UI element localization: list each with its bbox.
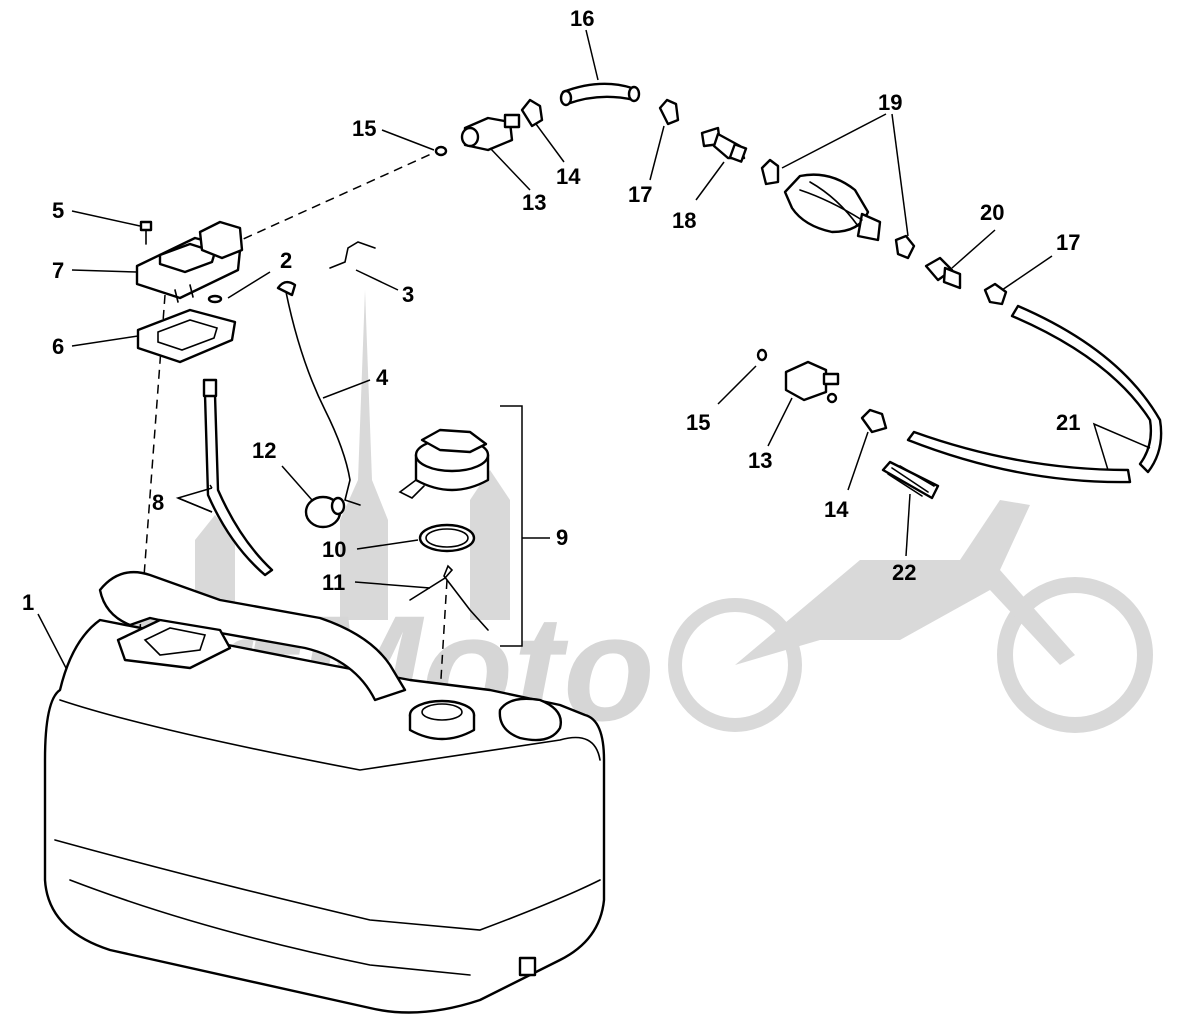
fitting-20 xyxy=(924,256,962,290)
float xyxy=(304,495,346,529)
callout-12: 12 xyxy=(252,438,276,463)
callout-16: 16 xyxy=(570,6,594,31)
callout-18: 18 xyxy=(672,208,696,233)
callout-6: 6 xyxy=(52,334,64,359)
cap-o-ring xyxy=(418,523,476,553)
callout-10: 10 xyxy=(322,537,346,562)
assembly-lines xyxy=(139,149,448,696)
pickup-tube xyxy=(202,378,274,577)
clamp-17-upper xyxy=(658,98,680,126)
callout-13-lower: 13 xyxy=(748,448,772,473)
small-o-ring xyxy=(207,294,223,304)
callout-5: 5 xyxy=(52,198,64,223)
callout-3: 3 xyxy=(402,282,414,307)
fuel-gauge-assembly xyxy=(135,220,244,303)
callout-4: 4 xyxy=(376,365,389,390)
callout-8: 8 xyxy=(152,490,164,515)
callout-19: 19 xyxy=(878,90,902,115)
callout-15-lower: 15 xyxy=(686,410,710,435)
callout-7: 7 xyxy=(52,258,64,283)
callout-22: 22 xyxy=(892,560,916,585)
fuel-tank xyxy=(43,570,606,1014)
clamp-lower xyxy=(860,408,888,434)
callout-17-upper: 17 xyxy=(628,182,652,207)
primer-bulb xyxy=(760,158,916,260)
watermark-church-icon xyxy=(195,290,510,620)
clamp-17-lower xyxy=(983,282,1008,306)
clip xyxy=(329,241,376,269)
connector-upper xyxy=(460,113,521,152)
callout-20: 20 xyxy=(980,200,1004,225)
callout-9: 9 xyxy=(556,525,568,550)
callout-14-upper: 14 xyxy=(556,164,581,189)
callout-labels: 1 2 3 4 5 6 7 8 9 10 11 12 13 13 14 14 1… xyxy=(22,6,1080,615)
callout-15-upper: 15 xyxy=(352,116,376,141)
strainer xyxy=(881,460,940,500)
fuel-hose xyxy=(906,304,1163,484)
leader-lines xyxy=(37,29,1151,669)
watermark-motorcycle-icon xyxy=(668,500,1153,733)
gasket xyxy=(136,308,237,364)
o-ring-lower xyxy=(756,348,768,362)
connector-lower xyxy=(784,360,840,404)
callout-14-lower: 14 xyxy=(824,497,849,522)
callout-11: 11 xyxy=(322,570,345,595)
clamp-upper xyxy=(520,98,544,128)
callout-2: 2 xyxy=(280,248,292,273)
screw xyxy=(139,220,153,245)
cap-tether xyxy=(409,564,489,631)
filler-cap xyxy=(398,428,490,499)
callout-1: 1 xyxy=(22,590,34,615)
callout-21: 21 xyxy=(1056,410,1080,435)
float-arm xyxy=(276,280,361,506)
fitting-18 xyxy=(700,126,748,163)
callout-17-lower: 17 xyxy=(1056,230,1080,255)
o-ring-upper xyxy=(434,145,448,157)
callout-13-upper: 13 xyxy=(522,190,546,215)
short-hose xyxy=(559,82,641,107)
